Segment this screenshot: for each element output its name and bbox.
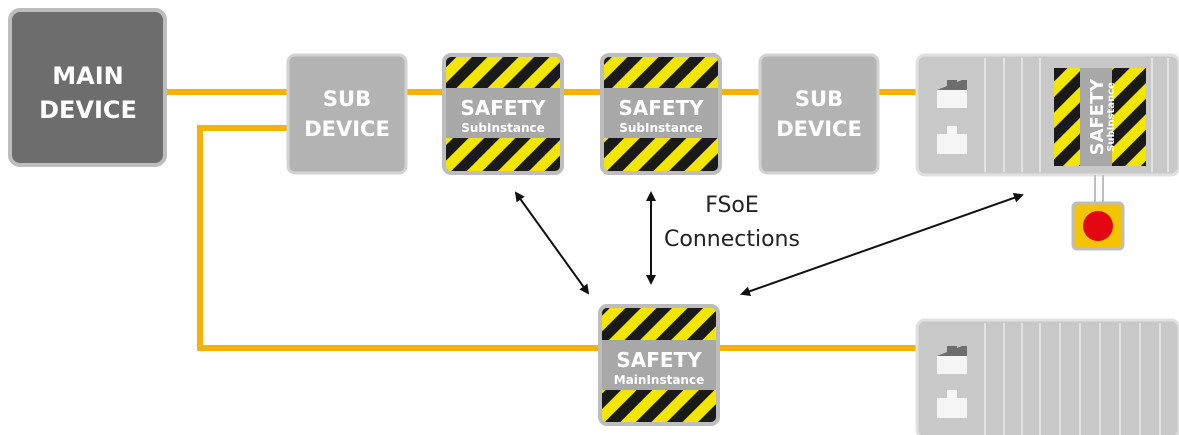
sub-device-2-line2: DEVICE — [776, 117, 862, 141]
safety-subinstance-2: SAFETY SubInstance — [600, 53, 722, 175]
io-module-bottom — [915, 318, 1179, 435]
sub-device-1: SUB DEVICE — [286, 53, 408, 175]
io-module-safety-subtitle: SubInstance — [1106, 82, 1117, 152]
sub-device-1-line1: SUB — [323, 87, 371, 111]
main-device-line1: MAIN — [52, 62, 123, 90]
plug-icon — [937, 80, 967, 108]
sub-device-2: SUB DEVICE — [758, 53, 880, 175]
socket-icon — [937, 126, 967, 154]
safety-io-module: SAFETY SubInstance — [1054, 68, 1146, 166]
fsoe-connection-arrows — [514, 191, 1024, 297]
safety-maininstance: SAFETY MainInstance — [598, 304, 720, 426]
socket-icon — [937, 390, 967, 418]
sub-device-1-line2: DEVICE — [304, 117, 390, 141]
safety-subinstance-1-subtitle: SubInstance — [461, 121, 545, 135]
io-module-top: SAFETY SubInstance — [915, 53, 1179, 177]
safety-maininstance-title: SAFETY — [616, 348, 702, 372]
safety-maininstance-subtitle: MainInstance — [614, 373, 704, 387]
safety-subinstance-2-title: SAFETY — [618, 96, 704, 120]
safety-subinstance-1-title: SAFETY — [460, 96, 546, 120]
main-device-line2: DEVICE — [39, 96, 137, 124]
safety-subinstance-1: SAFETY SubInstance — [442, 53, 564, 175]
sub-device-2-line1: SUB — [795, 87, 843, 111]
emergency-stop-icon — [1071, 175, 1125, 251]
fsoe-label: FSoE — [705, 193, 759, 218]
plug-icon — [937, 346, 967, 374]
io-module-safety-title: SAFETY — [1087, 78, 1108, 156]
main-device: MAIN DEVICE — [8, 8, 167, 167]
safety-subinstance-2-subtitle: SubInstance — [619, 121, 703, 135]
connections-label: Connections — [664, 227, 800, 252]
